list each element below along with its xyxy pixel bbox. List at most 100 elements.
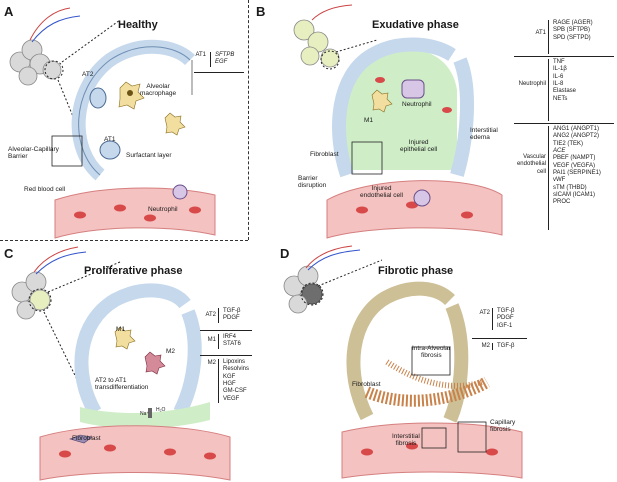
label-rbc: Red blood cell (24, 186, 66, 193)
label-m1: M1 (364, 117, 374, 124)
table-item: sICAM (ICAM1) (553, 191, 595, 198)
label-capillary: Capillary fibrosis (490, 419, 516, 433)
intra-alveolar-box (411, 346, 451, 376)
table-item: NETs (553, 95, 568, 102)
table-row: AT2 TGF-β PDGF IGF-1 (472, 306, 527, 339)
table-items: TGF-β PDGF (218, 308, 240, 323)
panel-d-illustration (283, 245, 523, 479)
table-item: SPD (SFTPD) (553, 34, 591, 41)
panel-letter: A (4, 4, 14, 19)
alveoli-cluster-icon (293, 4, 353, 68)
label-fibroblast: Fibroblast (352, 381, 381, 388)
panel-b-illustration (293, 4, 511, 239)
barrier-box (351, 141, 383, 175)
fibrosis-area (364, 376, 490, 407)
table-row: M1 IRF4 STAT6 (200, 331, 252, 356)
macrophage-m1-icon (114, 326, 136, 350)
alveolar-wall (74, 283, 191, 416)
macrophage-m2-icon (144, 351, 166, 375)
panel-d: D Fibrotic phase Intra-Alveolar fibrosis… (272, 242, 617, 482)
label-h2o: H₂O (156, 407, 166, 413)
label-barrier-disruption: Barrier disruption (298, 175, 327, 189)
capillary (326, 180, 503, 239)
table-item: ANG1 (ANGPT1) (553, 126, 600, 132)
alveoli-cluster-icon (9, 7, 81, 86)
gene-table: AT1 SFTPB EGF (194, 52, 244, 73)
panel-divider-vertical (248, 0, 249, 240)
table-row: AT1 RAGE (AGER) SPB (SFTPB) SPD (SFTPD) (514, 20, 614, 57)
table-category: AT2 (205, 312, 216, 318)
table-item: PDGF (497, 315, 514, 322)
table-item: IL-8 (553, 80, 564, 87)
table-item: IGF-1 (497, 322, 513, 329)
edema-area (343, 49, 457, 170)
neutrophil-cell (172, 184, 188, 200)
label-transdifferentiation: AT2 to AT1 transdifferentiation (95, 377, 149, 391)
table-item: TIE2 (TEK) (553, 140, 584, 147)
label-interstitial-edema: Interstitial edema (470, 127, 498, 141)
table-row: M2 Lipoxins Resolvins KGF HGF GM-CSF VEG… (200, 356, 252, 418)
table-row: AT1 SFTPB EGF (194, 52, 244, 73)
panel-letter: D (280, 246, 290, 261)
table-category: AT1 (195, 52, 206, 58)
table-category: M1 (207, 337, 216, 343)
interstitial-box (421, 427, 447, 449)
table-item: VEGF (VEGFA) (553, 162, 596, 169)
table-row: M2 TGF-β (472, 339, 527, 357)
gene-table: AT1 RAGE (AGER) SPB (SFTPB) SPD (SFTPD) … (514, 20, 614, 230)
alveolar-wall (346, 281, 455, 421)
table-item: RAGE (AGER) (553, 20, 593, 26)
table-item: STAT6 (223, 341, 241, 348)
label-fibroblast: Fibroblast (72, 435, 101, 442)
label-at1: AT1 (104, 136, 116, 143)
table-items: ANG1 (ANGPT1) ANG2 (ANGPT2) TIE2 (TEK) A… (548, 126, 601, 230)
table-item: IL-6 (553, 73, 564, 80)
edema-area (80, 402, 210, 429)
fibroblast-icon (69, 434, 93, 444)
panel-divider-horizontal (0, 240, 248, 241)
table-item: EGF (215, 59, 228, 66)
table-item: VEGF (223, 395, 240, 402)
panel-letter: B (256, 4, 266, 19)
table-category: M2 (481, 343, 490, 349)
table-items: IRF4 STAT6 (218, 334, 241, 349)
table-item: vWF (553, 177, 566, 184)
table-category: Vascular endothelial cell (516, 154, 546, 175)
alveolar-wall (332, 37, 456, 178)
capillary (341, 422, 523, 479)
table-item: IL-1β (553, 66, 567, 73)
label-alveolar-macrophage: Alveolar macrophage (140, 83, 177, 97)
label-m1: M1 (116, 326, 126, 333)
table-row: Neutrophil TNF IL-1β IL-6 IL-8 Elastase … (514, 57, 614, 124)
table-items: Lipoxins Resolvins KGF HGF GM-CSF VEGF (218, 359, 249, 403)
panel-b: B Exudative phase M1 Neutrophil Fibrobla… (252, 0, 617, 240)
alveoli-cluster-icon (283, 245, 361, 314)
macrophage-icon (164, 112, 186, 136)
label-barrier: Alveolar-Capillary Barrier (8, 146, 59, 160)
table-category: AT2 (479, 310, 490, 316)
label-interstitial: Interstitial fibrosis (392, 433, 420, 447)
neutrophil-cell (401, 79, 425, 99)
label-fibroblast: Fibroblast (310, 151, 339, 158)
table-item: TGF-β (223, 308, 241, 314)
panel-title: Exudative phase (372, 19, 459, 31)
capillary (54, 187, 216, 239)
label-injured-endothelial: Injured endothelial cell (360, 185, 404, 199)
label-intra-alveolar: Intra-Alveolar fibrosis (412, 345, 451, 359)
table-item: SFTPB (215, 52, 235, 58)
table-item: PAI1 (SERPINE1) (553, 169, 601, 176)
gene-table: AT2 TGF-β PDGF IGF-1 M2 TGF-β (472, 306, 527, 357)
label-na: Na⁺ (140, 411, 150, 417)
table-items: SFTPB EGF (210, 52, 234, 67)
table-item: KGF (223, 373, 236, 380)
table-items: RAGE (AGER) SPB (SFTPB) SPD (SFTPD) (548, 20, 593, 54)
panel-title: Healthy (118, 19, 158, 31)
table-item: Resolvins (223, 366, 250, 373)
panel-a-illustration (9, 7, 216, 239)
label-m2: M2 (166, 348, 176, 355)
gene-table: AT2 TGF-β PDGF M1 IRF4 STAT6 M2 Lipoxins… (200, 306, 252, 418)
label-surfactant: Surfactant layer (126, 152, 172, 159)
table-item: Elastase (553, 88, 577, 95)
zoom-circle (44, 60, 64, 80)
table-category: AT1 (535, 30, 546, 36)
